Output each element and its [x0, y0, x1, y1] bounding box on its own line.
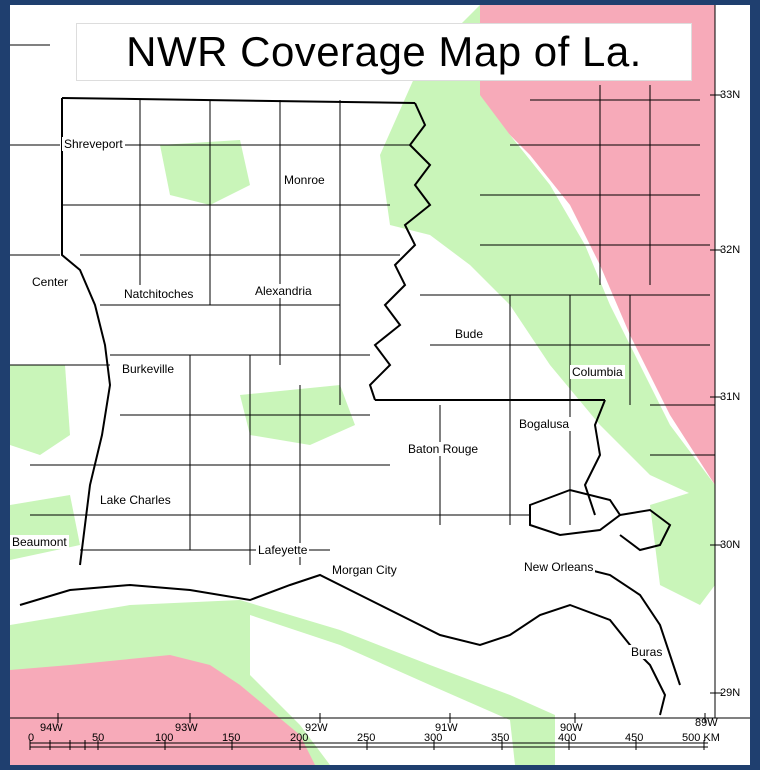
- map-title-box: NWR Coverage Map of La.: [76, 23, 692, 81]
- city-label-baton-rouge: Baton Rouge: [406, 442, 481, 456]
- latitude-label-32n: 32N: [720, 244, 741, 256]
- gulf-gap: [250, 615, 515, 765]
- city-label-lafayette: Lafeyette: [256, 543, 310, 557]
- scale-label-400: 400: [558, 732, 577, 744]
- city-label-beaumont: Beaumont: [10, 535, 69, 549]
- city-label-monroe: Monroe: [282, 173, 327, 187]
- longitude-label-94w: 94W: [40, 722, 63, 734]
- city-label-buras: Buras: [629, 645, 665, 659]
- scale-label-250: 250: [357, 732, 376, 744]
- coverage-patch-southwest: [10, 495, 80, 560]
- scale-label-350: 350: [491, 732, 510, 744]
- scale-label-500-km: 500 KM: [682, 732, 720, 744]
- city-label-shreveport: Shreveport: [62, 137, 125, 151]
- coverage-area-river-band: [380, 5, 715, 505]
- city-label-center: Center: [30, 275, 71, 289]
- longitude-label-91w: 91W: [435, 722, 458, 734]
- scale-label-100: 100: [155, 732, 174, 744]
- city-label-morgan-city: Morgan City: [330, 563, 399, 577]
- scale-label-150: 150: [222, 732, 241, 744]
- scale-label-450: 450: [625, 732, 644, 744]
- latitude-label-30n: 30N: [720, 539, 741, 551]
- coverage-patch-north: [160, 140, 250, 205]
- scale-bar: [29, 740, 708, 750]
- scale-label-50: 50: [92, 732, 105, 744]
- coverage-area-southeast: [650, 485, 715, 605]
- scale-label-0: 0: [28, 732, 35, 744]
- city-label-bude: Bude: [453, 327, 486, 341]
- city-label-columbia: Columbia: [570, 365, 625, 379]
- map-title: NWR Coverage Map of La.: [126, 28, 642, 75]
- coverage-patch-west: [10, 365, 70, 455]
- latitude-label-31n: 31N: [720, 391, 741, 403]
- latitude-label-29n: 29N: [720, 687, 741, 699]
- longitude-label-89w: 89W: [695, 717, 718, 729]
- coverage-areas: [10, 5, 715, 765]
- map-frame: NWR Coverage Map of La. Shreveport Monro…: [10, 5, 750, 765]
- longitude-label-90w: 90W: [560, 722, 583, 734]
- coordinate-ticks: [10, 5, 750, 723]
- city-label-lake-charles: Lake Charles: [98, 493, 173, 507]
- longitude-label-93w: 93W: [175, 722, 198, 734]
- latitude-label-33n: 33N: [720, 89, 741, 101]
- noncoverage-area-gulf-west: [10, 655, 315, 765]
- city-label-burkeville: Burkeville: [120, 362, 177, 376]
- state-borders: [19, 97, 681, 716]
- scale-label-200: 200: [290, 732, 309, 744]
- longitude-label-92w: 92W: [305, 722, 328, 734]
- city-label-alexandria: Alexandria: [253, 284, 314, 298]
- parish-boundaries: [10, 44, 715, 565]
- scale-label-300: 300: [424, 732, 443, 744]
- coverage-map: [10, 5, 750, 765]
- city-label-new-orleans: New Orleans: [522, 560, 596, 574]
- city-label-bogalusa: Bogalusa: [517, 417, 572, 431]
- city-label-natchitoches: Natchitoches: [122, 287, 196, 301]
